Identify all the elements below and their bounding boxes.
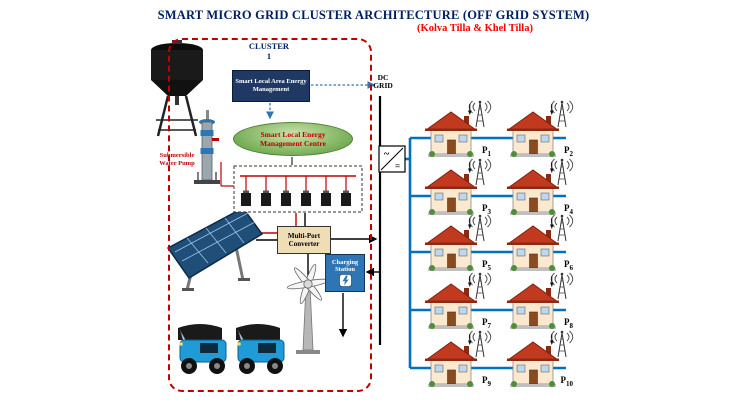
- antenna-icon: [468, 271, 492, 301]
- house-p5: P5: [424, 222, 478, 272]
- submersible-pump-label: Submersible Water Pump: [159, 152, 195, 167]
- ev-charging-icon: [338, 274, 352, 288]
- svg-text:~: ~: [384, 149, 390, 160]
- house-label: P8: [564, 317, 573, 330]
- comms-dotted-lines: [266, 81, 376, 120]
- diagram-title: SMART MICRO GRID CLUSTER ARCHITECTURE (O…: [157, 8, 590, 22]
- antenna-icon: [550, 213, 574, 243]
- dc-grid-label: DC GRID: [373, 73, 393, 91]
- house-p1: P1: [424, 108, 478, 158]
- distribution-box-icon: [233, 165, 363, 213]
- antenna-icon: [550, 271, 574, 301]
- cluster-label: CLUSTER 1: [248, 41, 290, 61]
- e-rickshaw-icon: [178, 324, 227, 374]
- house-label: P2: [564, 145, 573, 158]
- house-label: P7: [482, 317, 491, 330]
- multi-port-converter-box: Multi-Port Converter: [277, 226, 331, 254]
- smart-local-area-energy-management-box: Smart Local Area Energy Management: [232, 70, 310, 102]
- cluster-boundary: [168, 38, 372, 392]
- e-rickshaw-icon: [236, 324, 285, 374]
- smart-local-energy-management-centre: Smart Local Energy Management Centre: [233, 122, 353, 156]
- antenna-icon: [550, 99, 574, 129]
- house-label: P5: [482, 259, 491, 272]
- house-p7: P7: [424, 280, 478, 330]
- house-p2: P2: [506, 108, 560, 158]
- antenna-icon: [468, 329, 492, 359]
- charging-station-box: Charging Station: [325, 254, 365, 292]
- antenna-icon: [468, 99, 492, 129]
- water-pump-icon: [194, 110, 220, 184]
- house-label: P3: [482, 203, 491, 216]
- antenna-icon: [550, 329, 574, 359]
- antenna-icon: [550, 157, 574, 187]
- antenna-icon: [468, 157, 492, 187]
- house-p6: P6: [506, 222, 560, 272]
- house-p10: P10: [506, 338, 560, 388]
- antenna-icon: [468, 213, 492, 243]
- svg-text:=: =: [395, 161, 400, 171]
- inverter-icon: ~ =: [378, 145, 406, 173]
- dc-grid-bus: [256, 96, 382, 345]
- house-p8: P8: [506, 280, 560, 330]
- house-label: P4: [564, 203, 573, 216]
- house-p3: P3: [424, 166, 478, 216]
- diagram-subtitle: (Kolva Tilla & Khel Tilla): [417, 23, 533, 34]
- house-label: P1: [482, 145, 491, 158]
- house-p9: P9: [424, 338, 478, 388]
- house-p4: P4: [506, 166, 560, 216]
- house-label: P6: [564, 259, 573, 272]
- house-label: P9: [482, 375, 491, 388]
- house-label: P10: [560, 375, 574, 388]
- solar-panel-icon: [166, 207, 264, 291]
